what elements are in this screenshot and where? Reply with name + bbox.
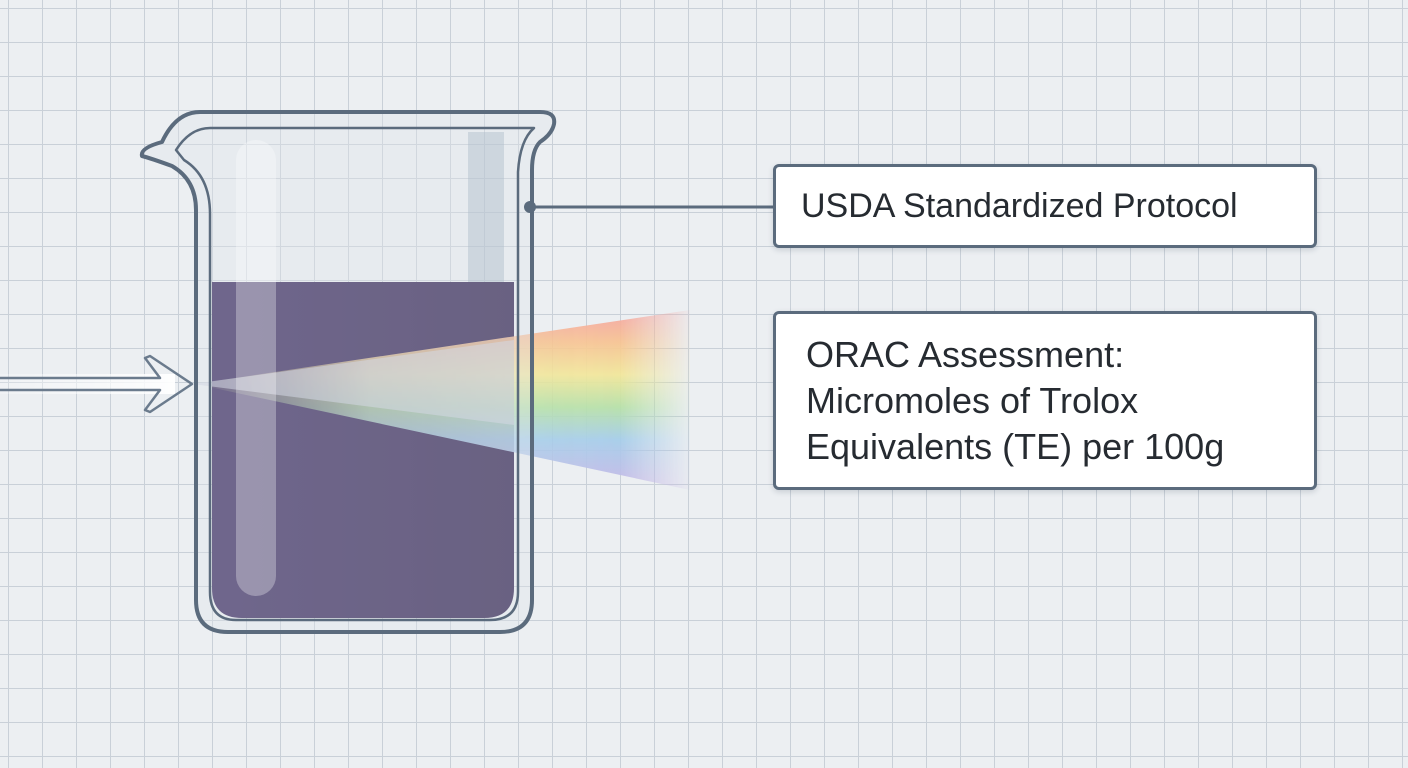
orac-assessment-label: ORAC Assessment: Micromoles of Trolox Eq… [773, 311, 1317, 490]
leader-line [524, 201, 775, 213]
light-beam-arrow [0, 354, 194, 414]
orac-label-text: ORAC Assessment: Micromoles of Trolox Eq… [806, 332, 1224, 470]
beaker-icon [139, 110, 557, 634]
protocol-label: USDA Standardized Protocol [773, 164, 1317, 248]
anchor-dot [524, 201, 536, 213]
orac-label-line-1: ORAC Assessment: [806, 333, 1125, 375]
protocol-label-text: USDA Standardized Protocol [801, 186, 1238, 225]
glass-highlight-right [468, 132, 504, 282]
orac-label-line-2: Micromoles of Trolox [806, 379, 1139, 421]
light-path [192, 340, 514, 425]
beaker-outer-outline [139, 110, 557, 634]
orac-label-line-3: Equivalents (TE) per 100g [806, 425, 1225, 467]
glass-highlight-left [236, 140, 276, 596]
beaker-inner-outline [174, 126, 536, 622]
